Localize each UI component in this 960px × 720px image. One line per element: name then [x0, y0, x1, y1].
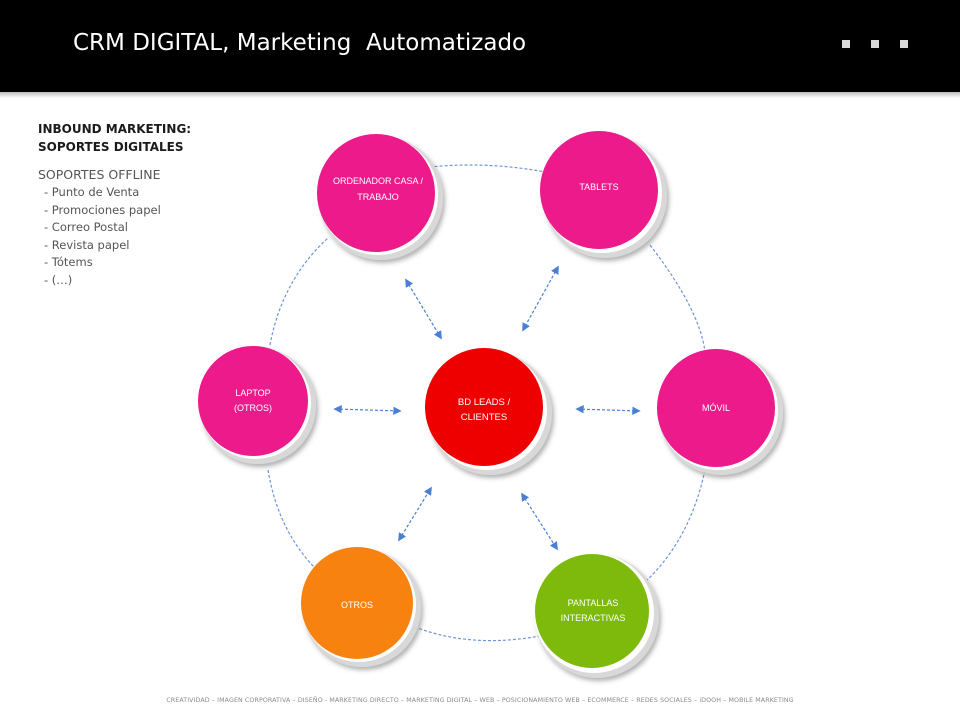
- node-label: ORDENADOR CASA /: [333, 176, 424, 186]
- inbound-heading-line1: INBOUND MARKETING:: [38, 122, 192, 136]
- connector-movil: [575, 405, 641, 415]
- connector-tablets: [522, 265, 559, 332]
- offline-item: - Revista papel: [44, 237, 130, 252]
- node-label: BD LEADS /: [458, 397, 511, 408]
- node-label: OTROS: [341, 600, 373, 610]
- header-bar: CRM DIGITAL, Marketing Automatizado: [0, 0, 960, 92]
- page-title: CRM DIGITAL, Marketing Automatizado: [73, 30, 527, 56]
- node-label: (OTROS): [234, 403, 272, 413]
- node-label: LAPTOP: [235, 388, 270, 398]
- connector-ordenador: [405, 278, 442, 340]
- node-label: TRABAJO: [357, 192, 399, 202]
- header-shadow: [0, 92, 960, 98]
- offline-item: - (…): [44, 272, 73, 287]
- square-icon: [871, 40, 879, 48]
- node-movil: MÓVIL: [657, 349, 783, 475]
- node-label: TABLETS: [579, 182, 618, 192]
- node-label: MÓVIL: [702, 403, 730, 413]
- outer-ring: [267, 164, 706, 642]
- node-bd-leads: BD LEADS / CLIENTES: [425, 348, 552, 475]
- offline-title: SOPORTES OFFLINE: [38, 167, 161, 182]
- inbound-heading-line2: SOPORTES DIGITALES: [38, 140, 184, 154]
- node-ordenador: ORDENADOR CASA / TRABAJO: [317, 134, 443, 260]
- offline-item: - Punto de Venta: [44, 185, 140, 199]
- offline-item: - Promociones papel: [44, 202, 161, 217]
- footer-services: CREATIVIDAD – IMAGEN CORPORATIVA – DISEÑ…: [166, 697, 794, 704]
- square-icon: [842, 40, 850, 48]
- node-tablets: TABLETS: [540, 131, 667, 258]
- connector-laptop: [333, 405, 402, 415]
- square-icon: [900, 40, 908, 48]
- connectors: [333, 265, 641, 551]
- node-pantallas: PANTALLAS INTERACTIVAS: [534, 553, 659, 678]
- node-label: CLIENTES: [461, 412, 507, 423]
- offline-item: - Correo Postal: [44, 220, 128, 234]
- node-laptop: LAPTOP (OTROS): [198, 346, 316, 464]
- node-label: PANTALLAS: [568, 598, 619, 608]
- offline-item: - Tótems: [44, 255, 93, 269]
- node-label: INTERACTIVAS: [561, 613, 626, 623]
- left-panel: INBOUND MARKETING: SOPORTES DIGITALES SO…: [38, 120, 298, 289]
- node-otros: OTROS: [301, 547, 421, 667]
- connector-pantallas: [521, 492, 558, 551]
- connector-otros: [398, 486, 432, 542]
- header-decoration: [842, 40, 908, 48]
